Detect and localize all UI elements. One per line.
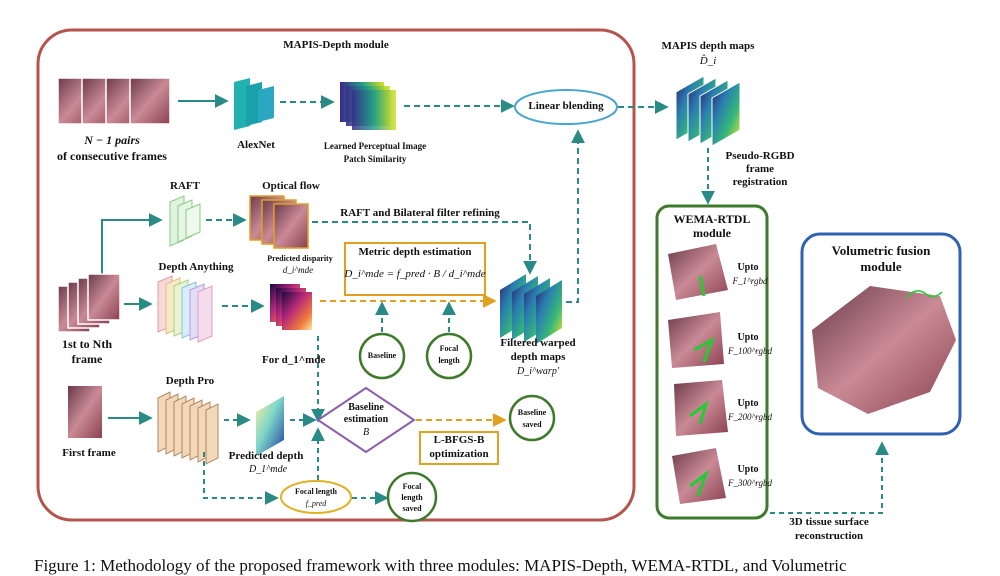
upto-label-4: Upto [737,464,759,475]
filtered-label-1: Filtered warped [500,337,576,349]
frame-pairs-stack [57,77,171,125]
volumetric-title-1: Volumetric fusion [831,243,931,258]
pseudo-label-3: registration [732,176,788,188]
f300-label: F_300^rgbd [728,478,772,488]
focal-saved-label-1: Focal [402,482,422,491]
frames-label-1: 1st to Nth [62,337,112,351]
focal-saved-label-3: saved [402,504,422,513]
first-frame-label: First frame [62,447,116,459]
focal-length-ellipse [280,480,352,514]
lbfgs-label-1: L-BFGS-B [433,434,485,446]
focal-length-label: Focal length [295,487,337,496]
baseline-estimation-diamond [316,386,416,454]
metric-depth-formula: D_i^mde = f_pred · B / d_i^mde [344,268,486,280]
lpips-label-1: Learned Perceptual Image [323,141,427,151]
arrow-wema-to-volumetric [770,441,889,514]
baseline-est-label-1: Baseline [348,402,384,413]
predicted-depth-label: Predicted depth [228,450,304,462]
raft-block [169,195,201,247]
f200-label: F_200^rgbd [728,412,772,422]
metric-depth-box [344,242,486,296]
f100-label: F_100^rgbd [728,346,772,356]
wema-frames [668,244,728,504]
lpips-label-2: Patch Similarity [343,154,407,164]
arrow-depth-pro-to-focal [203,452,279,505]
frames-stack [57,273,121,333]
mapis-depth-maps [675,75,741,147]
wema-title-1: WEMA-RTDL [673,212,751,226]
predicted-depth-map [256,396,284,456]
focal-saved-label-2: length [401,493,423,502]
f1-label: F_1^rgbd [732,276,768,286]
first-frame-image [68,386,102,438]
volumetric-surface [812,286,956,414]
metric-depth-title: Metric depth estimation [358,246,472,258]
linear-blending-label: Linear blending [528,100,604,112]
mapis-module-title: MAPIS-Depth module [283,39,389,51]
for-d1-label: For d_1^mde [262,354,326,366]
disparity-symbol: d_i^mde [282,265,314,275]
volumetric-title-2: module [860,259,902,274]
lbfgs-label-2: optimization [429,448,489,460]
pseudo-label-1: Pseudo-RGBD [725,150,795,162]
tissue-label-2: reconstruction [794,530,864,542]
depth-pro-block [157,391,219,465]
filtered-depth-maps [500,274,562,344]
baseline-circle-label: Baseline [367,351,397,360]
pairs-label-2: of consecutive frames [57,149,167,163]
baseline-saved-label-1: Baseline [517,408,547,417]
focal-length-symbol: f_pred [305,499,327,508]
filtered-label-2: depth maps [510,351,566,363]
wema-title-2: module [692,226,732,240]
arrow-filtered-to-blending [566,129,585,303]
mapis-module-frame [36,28,636,522]
volumetric-module-frame [800,232,962,436]
baseline-saved-circle [508,394,556,442]
upto-label-3: Upto [737,398,759,409]
figure-caption: Figure 1: Methodology of the proposed fr… [34,556,847,575]
frames-label-2: frame [71,352,103,366]
depth-pro-label: Depth Pro [165,375,215,387]
predicted-disparity-label: Predicted disparity [267,254,333,263]
arrow-flow-to-filtered [312,221,537,275]
raft-label: RAFT [170,180,200,192]
focal-saved-circle [386,471,438,523]
lbfgs-box [419,431,499,465]
alexnet-label: AlexNet [237,139,275,151]
baseline-est-symbol: B [362,427,370,438]
disparity-maps [270,284,312,330]
baseline-saved-label-2: saved [522,420,542,429]
baseline-est-label-2: estimation [343,414,389,425]
optical-flow-images [249,195,309,249]
raft-bilateral-label: RAFT and Bilateral filter refining [340,207,500,219]
arrow-frames-to-raft [101,213,163,285]
mapis-maps-symbol: D̂_i [699,55,717,67]
focal-circle-label-2: length [438,356,460,365]
mapis-maps-label: MAPIS depth maps [661,40,755,52]
tissue-label-1: 3D tissue surface [789,516,869,528]
depth-anything-block [157,275,213,343]
focal-length-circle [425,332,473,380]
alexnet-block [234,78,274,130]
lpips-maps [340,82,396,130]
pairs-label-1: N − 1 pairs [84,133,140,147]
wema-module-frame [655,204,769,520]
optical-flow-label: Optical flow [262,180,320,192]
pseudo-label-2: frame [745,163,775,175]
focal-circle-label-1: Focal [439,344,459,353]
depth-anything-label: Depth Anything [158,261,234,273]
linear-blending-node [514,89,618,125]
upto-label-2: Upto [737,332,759,343]
baseline-circle [358,332,406,380]
filtered-symbol: D_i^warp' [517,366,559,377]
upto-label-1: Upto [737,262,759,273]
predicted-depth-symbol: D_1^mde [248,464,288,475]
